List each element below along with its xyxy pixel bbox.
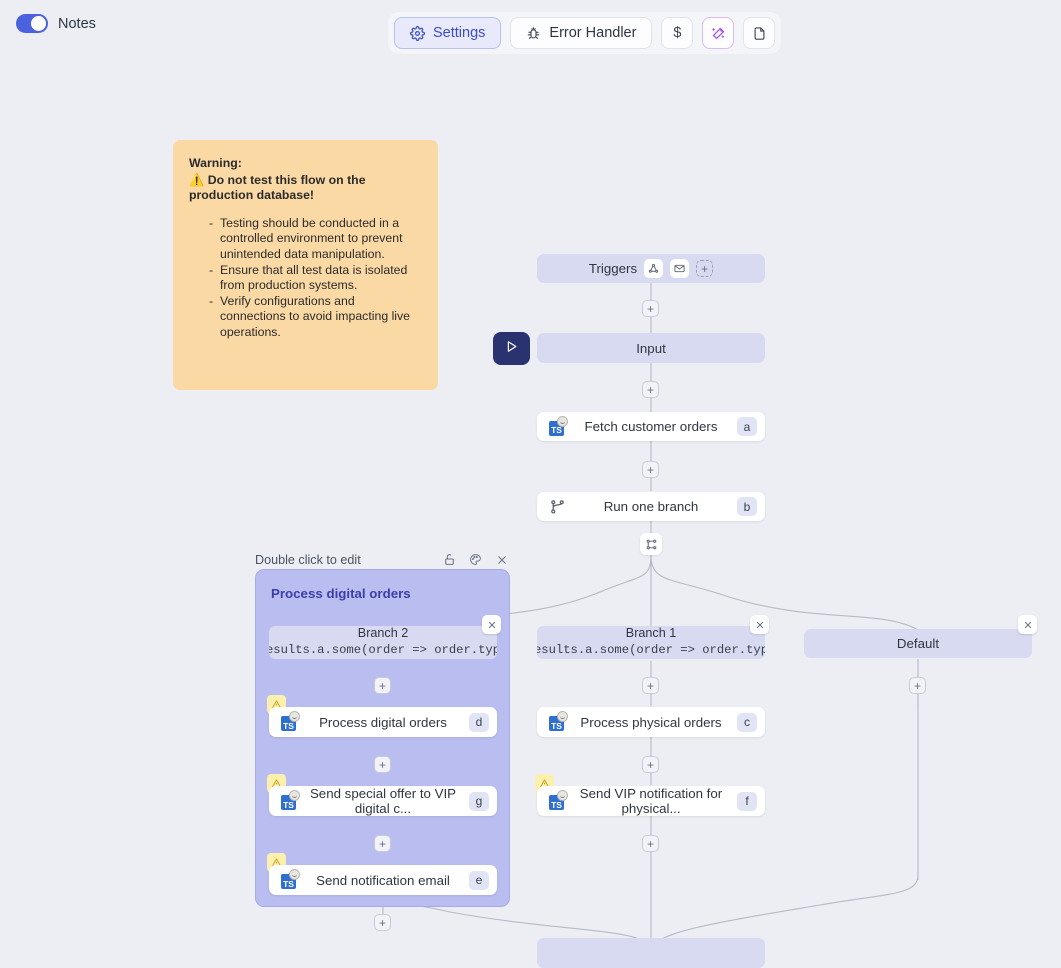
notes-toggle-wrap[interactable]: Notes — [16, 14, 96, 33]
remove-branch-button[interactable] — [1018, 615, 1037, 634]
triggers-node[interactable]: Triggers + — [537, 254, 765, 283]
add-node-button[interactable]: + — [909, 677, 926, 694]
warning-emoji: ⚠️ — [189, 172, 205, 187]
node-label: Send notification email — [316, 872, 450, 888]
lock-icon[interactable] — [441, 551, 458, 568]
node-send-vip-notification[interactable]: TS Send VIP notification for physical...… — [537, 786, 765, 816]
branch-expression: results.a.some(order => order.type — [269, 642, 497, 657]
play-icon — [504, 339, 519, 359]
list-item: Verify configurations and connections to… — [209, 294, 420, 341]
node-badge: d — [469, 712, 489, 732]
group-title: Process digital orders — [271, 586, 411, 601]
remove-branch-button[interactable] — [482, 615, 501, 634]
add-node-button[interactable]: + — [642, 677, 659, 694]
run-flow-button[interactable] — [493, 332, 530, 365]
typescript-icon: TS — [281, 790, 300, 810]
note-subheading: ⚠️ Do not test this flow on the producti… — [189, 173, 420, 204]
group-process-digital-orders[interactable]: Process digital orders — [255, 569, 510, 907]
dollar-icon: $ — [673, 25, 682, 41]
cost-button[interactable]: $ — [661, 17, 694, 49]
branch-node-1[interactable]: Branch 1 results.a.some(order => order.t… — [537, 626, 765, 659]
magic-wand-button[interactable] — [702, 17, 735, 49]
add-trigger-button[interactable]: + — [696, 260, 714, 277]
node-badge: c — [737, 712, 757, 732]
add-node-button[interactable]: + — [642, 381, 659, 398]
node-label: Run one branch — [603, 499, 699, 514]
error-handler-button[interactable]: Error Handler — [510, 17, 653, 49]
note-heading: Warning: — [189, 156, 242, 170]
node-send-special-offer[interactable]: TS Send special offer to VIP digital c..… — [269, 786, 497, 816]
remove-branch-button[interactable] — [750, 615, 769, 634]
typescript-icon: TS — [549, 415, 568, 436]
node-badge: g — [469, 791, 489, 811]
settings-button-label: Settings — [433, 25, 486, 41]
node-send-notification-email[interactable]: TS Send notification email e — [269, 865, 497, 895]
file-icon — [752, 26, 767, 41]
typescript-icon: TS — [281, 869, 300, 889]
node-process-digital-orders[interactable]: TS Process digital orders d — [269, 707, 497, 737]
note-bullets: Testing should be conducted in a control… — [189, 216, 420, 341]
typescript-icon: TS — [549, 711, 568, 731]
palette-icon[interactable] — [467, 551, 484, 568]
typescript-icon: TS — [549, 790, 568, 810]
add-node-button[interactable]: + — [374, 677, 391, 694]
magic-wand-icon — [711, 26, 726, 41]
node-badge: e — [469, 870, 489, 890]
branch-name: Branch 1 — [625, 626, 677, 640]
settings-button[interactable]: Settings — [394, 17, 502, 49]
top-toolbar: Settings Error Handler $ — [388, 12, 782, 54]
branch-name: Default — [896, 636, 940, 651]
node-label: Process physical orders — [580, 714, 722, 730]
add-node-button[interactable]: + — [642, 461, 659, 478]
add-node-button[interactable]: + — [642, 835, 659, 852]
add-node-button[interactable]: + — [374, 756, 391, 773]
bug-icon — [526, 26, 541, 41]
list-item: Testing should be conducted in a control… — [209, 216, 420, 263]
node-process-physical-orders[interactable]: TS Process physical orders c — [537, 707, 765, 737]
notes-toggle-label: Notes — [58, 15, 96, 32]
add-node-button[interactable]: + — [642, 756, 659, 773]
node-badge: b — [737, 497, 757, 516]
mail-icon[interactable] — [670, 259, 690, 278]
input-node[interactable]: Input — [537, 333, 765, 363]
warning-note[interactable]: Warning: ⚠️ Do not test this flow on the… — [173, 140, 438, 390]
docs-button[interactable] — [743, 17, 776, 49]
node-label: Fetch customer orders — [584, 419, 718, 434]
list-item: Ensure that all test data is isolated fr… — [209, 263, 420, 294]
group-edit-hint: Double click to edit — [255, 552, 361, 567]
triggers-node-label: Triggers — [588, 261, 638, 276]
branch-name: Branch 2 — [357, 626, 409, 640]
close-icon[interactable] — [493, 551, 510, 568]
node-badge: a — [737, 417, 757, 436]
input-node-label: Input — [636, 340, 666, 356]
add-node-button[interactable]: + — [374, 835, 391, 852]
flow-connectors — [382, 283, 919, 947]
node-run-one-branch[interactable]: Run one branch b — [537, 492, 765, 521]
merge-node[interactable] — [537, 938, 765, 968]
node-label: Send special offer to VIP digital c... — [309, 786, 457, 816]
error-handler-button-label: Error Handler — [549, 25, 637, 41]
typescript-icon: TS — [281, 711, 300, 731]
toggle-knob — [31, 16, 46, 31]
branch-node-2[interactable]: Branch 2 results.a.some(order => order.t… — [269, 626, 497, 659]
node-label: Send VIP notification for physical... — [579, 786, 723, 816]
gear-icon — [410, 25, 425, 41]
node-fetch-customer-orders[interactable]: TS Fetch customer orders a — [537, 412, 765, 441]
node-label: Process digital orders — [319, 714, 447, 730]
note-subheading-text: Do not test this flow on the production … — [189, 172, 366, 203]
branch-icon — [549, 498, 567, 516]
webhook-icon[interactable] — [644, 259, 664, 278]
notes-toggle[interactable] — [16, 14, 48, 33]
add-node-button[interactable]: + — [374, 914, 391, 931]
node-badge: f — [737, 791, 757, 811]
add-node-button[interactable]: + — [642, 300, 659, 317]
branch-expression: results.a.some(order => order.type — [537, 642, 765, 657]
branch-split-icon — [640, 533, 662, 555]
group-header: Double click to edit — [255, 551, 510, 568]
branch-node-default[interactable]: Default — [804, 629, 1032, 658]
